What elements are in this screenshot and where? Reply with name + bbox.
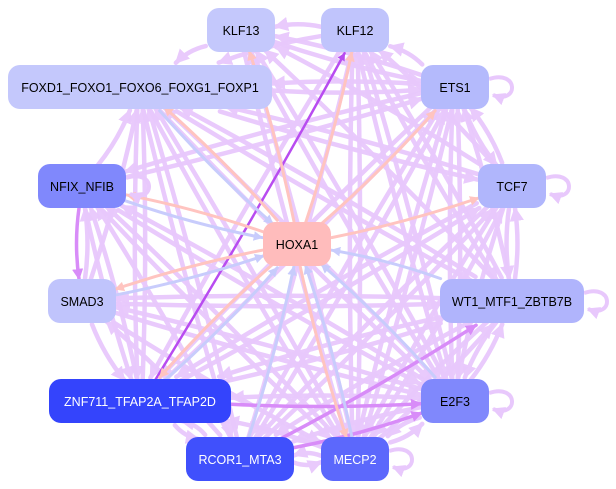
edge-klf12-to-mecp2 — [344, 49, 360, 440]
node-label: SMAD3 — [60, 295, 103, 309]
edge-e2f3-to-znf711 — [228, 389, 424, 405]
self-loop-wt1 — [583, 289, 609, 320]
edge-klf12-to-klf13 — [272, 16, 324, 32]
edge-ets1-to-e2f3 — [444, 106, 460, 382]
node-label: ETS1 — [439, 81, 470, 95]
node-box[interactable] — [321, 8, 389, 52]
node-label: KLF13 — [223, 24, 260, 38]
node-label: FOXD1_FOXO1_FOXO6_FOXG1_FOXP1 — [21, 81, 259, 95]
node-label: MECP2 — [333, 453, 376, 467]
edge-rcor1-to-wt1 — [278, 323, 478, 441]
node-label: ZNF711_TFAP2A_TFAP2D — [64, 395, 216, 409]
edge-e2f3-to-nfix_nfib — [119, 203, 425, 382]
edge-e2f3-to-hoxa1 — [319, 262, 437, 379]
edge-hoxa1-to-smad3 — [113, 248, 264, 291]
self-loops-layer — [125, 75, 609, 478]
self-loop-nfix_nfib — [125, 174, 151, 205]
edge-znf711-to-hoxa1 — [162, 266, 279, 383]
node-label: WT1_MTF1_ZBTB7B — [452, 295, 572, 309]
edge-mecp2-to-e2f3 — [388, 421, 425, 445]
edge-fox-to-wt1 — [174, 108, 475, 284]
edge-ets1-to-klf12 — [387, 42, 425, 67]
edge-klf12-to-e2f3 — [356, 50, 450, 382]
edge-rcor1-to-e2f3 — [292, 411, 424, 450]
node-label: KLF12 — [337, 24, 374, 38]
node-box[interactable] — [440, 279, 584, 323]
node-box[interactable] — [48, 279, 116, 323]
node-box[interactable] — [421, 379, 489, 423]
edge-fox-to-ets1 — [269, 83, 424, 98]
edge-rcor1-to-mecp2 — [291, 459, 324, 474]
edge-hoxa1-to-znf711 — [158, 262, 275, 379]
edge-rcor1-to-tcf7 — [261, 207, 495, 442]
node-box[interactable] — [8, 65, 272, 109]
node-ets1[interactable]: ETS1 — [421, 65, 489, 109]
self-loop-tcf7 — [545, 174, 571, 205]
edge-nfix_nfib-to-smad3 — [72, 206, 84, 281]
edge-hoxa1-to-mecp2 — [298, 265, 349, 440]
node-label: E2F3 — [440, 395, 470, 409]
edge-znf711-to-e2f3 — [229, 398, 423, 410]
node-klf13[interactable]: KLF13 — [207, 8, 275, 52]
node-box[interactable] — [321, 437, 389, 481]
node-label: NFIX_NFIB — [50, 180, 114, 194]
self-loop-ets1 — [488, 75, 514, 106]
node-wt1[interactable]: WT1_MTF1_ZBTB7B — [440, 279, 584, 323]
edge-wt1-to-klf13 — [262, 47, 495, 280]
edge-znf711-to-klf12 — [153, 52, 346, 382]
edge-klf13-to-ets1 — [272, 39, 423, 86]
node-box[interactable] — [186, 437, 294, 481]
edge-znf711-to-fox — [135, 106, 151, 382]
node-tcf7[interactable]: TCF7 — [478, 164, 546, 208]
edge-klf13-to-e2f3 — [249, 50, 443, 383]
edge-fox-to-mecp2 — [148, 108, 343, 441]
edge-rcor1-to-hoxa1 — [247, 265, 297, 440]
edge-mecp2-to-rcor1 — [291, 444, 324, 459]
self-loop-mecp2 — [388, 447, 414, 478]
node-nfix-nfib[interactable]: NFIX_NFIB — [38, 164, 126, 208]
node-klf12[interactable]: KLF12 — [321, 8, 389, 52]
edge-hoxa1-to-ets1 — [319, 109, 437, 226]
node-smad3[interactable]: SMAD3 — [48, 279, 116, 323]
edge-hoxa1-to-tcf7 — [330, 196, 481, 240]
edge-klf13-to-fox — [173, 43, 209, 66]
node-box[interactable] — [38, 164, 126, 208]
edge-fox-to-tcf7 — [217, 109, 480, 184]
edge-hoxa1-to-klf12 — [304, 51, 355, 225]
edge-tcf7-to-znf711 — [174, 200, 479, 380]
node-box[interactable] — [263, 222, 331, 266]
node-znf711[interactable]: ZNF711_TFAP2A_TFAP2D — [49, 379, 231, 423]
node-rcor1[interactable]: RCOR1_MTA3 — [186, 437, 294, 481]
edge-e2f3-to-wt1 — [468, 321, 505, 383]
node-box[interactable] — [207, 8, 275, 52]
edge-wt1-to-tcf7 — [509, 205, 524, 282]
node-label: TCF7 — [496, 180, 527, 194]
edge-fox-to-hoxa1 — [158, 109, 275, 226]
edge-nfix_nfib-to-mecp2 — [99, 207, 334, 442]
node-box[interactable] — [421, 65, 489, 109]
edge-mecp2-to-hoxa1 — [303, 263, 354, 438]
node-label: HOXA1 — [276, 238, 318, 252]
node-label: RCOR1_MTA3 — [198, 453, 281, 467]
node-box[interactable] — [478, 164, 546, 208]
edge-wt1-to-hoxa1 — [330, 246, 443, 281]
edge-ets1-to-rcor1 — [248, 105, 443, 438]
edge-e2f3-to-smad3 — [114, 303, 424, 392]
edge-smad3-to-znf711 — [89, 322, 127, 383]
node-e2f3[interactable]: E2F3 — [421, 379, 489, 423]
node-box[interactable] — [49, 379, 231, 423]
edge-nfix_nfib-to-e2f3 — [116, 207, 423, 387]
edge-mecp2-to-fox — [152, 105, 347, 438]
self-loop-e2f3 — [488, 389, 514, 420]
edge-smad3-to-wt1 — [113, 297, 443, 312]
node-hoxa1[interactable]: HOXA1 — [263, 222, 331, 266]
node-mecp2[interactable]: MECP2 — [321, 437, 389, 481]
edge-nfix_nfib-to-hoxa1 — [123, 199, 264, 241]
edge-smad3-to-hoxa1 — [115, 254, 266, 297]
edge-ets1-to-mecp2 — [354, 106, 449, 439]
edge-hoxa1-to-fox — [162, 105, 279, 222]
node-fox[interactable]: FOXD1_FOXO1_FOXO6_FOXG1_FOXP1 — [8, 65, 272, 109]
